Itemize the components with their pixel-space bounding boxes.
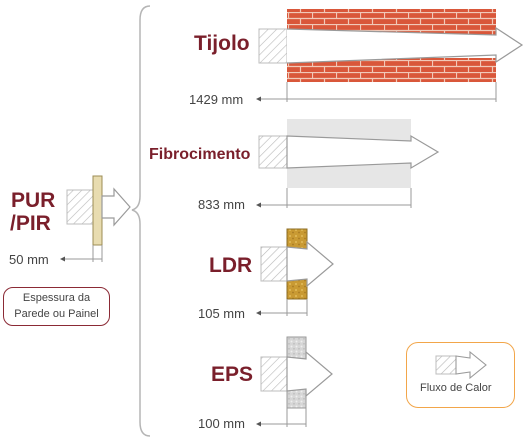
heat-flow-arrow (286, 350, 333, 398)
material-ldr (256, 228, 334, 316)
thickness-eps: 100 mm (198, 416, 245, 431)
note-line2: Parede ou Painel (14, 308, 99, 320)
material-eps (256, 336, 333, 427)
hatched-block (260, 356, 288, 392)
material-title-eps: EPS (211, 363, 254, 386)
note-line1: Espessura da (22, 292, 91, 304)
thickness-fibrocimento: 833 mm (198, 197, 245, 212)
heat-flow-arrow (286, 26, 524, 64)
legend-label: Fluxo de Calor (420, 382, 492, 394)
hatched-block (258, 28, 288, 64)
heat-flow-arrow (286, 134, 440, 170)
material-title-fibrocimento: Fibrocimento (149, 146, 251, 163)
hatched-block (260, 246, 288, 282)
thickness-ldr: 105 mm (198, 306, 245, 321)
reference-thickness: 50 mm (9, 252, 49, 267)
pur-panel (92, 175, 103, 246)
heat-flow-arrow (101, 187, 131, 227)
legend-heat-flow-icon (435, 350, 487, 380)
legend-box (406, 342, 515, 408)
material-tijolo (256, 9, 524, 102)
grouping-bracket (131, 5, 151, 437)
reference-title-line1: PUR (11, 189, 56, 212)
material-title-ldr: LDR (209, 254, 253, 277)
hatched-block (66, 189, 94, 225)
reference-pur-pir (60, 175, 131, 262)
wall-thickness-note: Espessura da Parede ou Painel (3, 287, 110, 326)
reference-title-line2: /PIR (10, 212, 51, 235)
hatched-block (258, 135, 288, 169)
thickness-tijolo: 1429 mm (189, 92, 244, 107)
material-fibrocimento (256, 119, 440, 208)
heat-flow-arrow (286, 240, 334, 288)
material-title-tijolo: Tijolo (194, 32, 250, 55)
